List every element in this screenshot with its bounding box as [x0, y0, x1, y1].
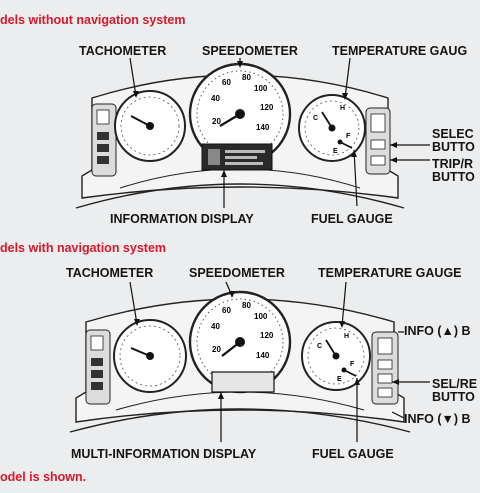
label-fuel-gauge: FUEL GAUGE: [311, 212, 393, 226]
multi-information-display-screen: [211, 371, 275, 393]
speed-tick-140: 140: [256, 123, 270, 132]
label-select-button-line2: BUTTO: [432, 140, 475, 154]
section-header-without-navigation: dels without navigation system: [0, 13, 186, 27]
speed-tick-20: 20: [212, 117, 221, 126]
instrument-cluster-with-navigation: 20 40 60 80 100 120 140 H C F E: [69, 282, 430, 442]
label-sel-reset-button-line2: BUTTO: [432, 390, 475, 404]
label-information-display: INFORMATION DISPLAY: [110, 212, 254, 226]
label-tachometer: TACHOMETER: [79, 44, 167, 58]
label-sel-reset-button-line1: SEL/RE: [432, 377, 478, 391]
label-tachometer-nav: TACHOMETER: [66, 266, 154, 280]
temperature-fuel-gauge: H C F E: [298, 94, 366, 162]
speed-tick-40: 40: [211, 94, 220, 103]
label-trip-button-line1: TRIP/R: [432, 157, 473, 171]
speed-tick-60: 60: [222, 78, 231, 87]
speed-tick-nav-60: 60: [222, 306, 231, 315]
speed-tick-nav-100: 100: [254, 312, 268, 321]
speed-tick-nav-140: 140: [256, 351, 270, 360]
speed-tick-nav-20: 20: [212, 345, 221, 354]
tachometer-gauge: [114, 90, 186, 162]
fuel-e-mark: E: [333, 148, 338, 155]
temp-c-mark-nav: C: [317, 343, 322, 350]
footer-model-note: odel is shown.: [0, 470, 87, 484]
fuel-f-mark-nav: F: [350, 361, 355, 368]
speed-tick-nav-40: 40: [211, 322, 220, 331]
speed-tick-120: 120: [260, 103, 274, 112]
speed-tick-80: 80: [242, 73, 251, 82]
label-temperature-gauge: TEMPERATURE GAUG: [332, 44, 468, 58]
label-trip-button-line2: BUTTO: [432, 170, 475, 184]
speed-tick-nav-120: 120: [260, 331, 274, 340]
label-multi-information-display: MULTI-INFORMATION DISPLAY: [71, 447, 257, 461]
instrument-cluster-without-navigation: 20 40 60 80 100 120 140 H C F E: [75, 58, 430, 209]
temp-h-mark-nav: H: [344, 333, 349, 340]
fuel-f-mark: F: [346, 133, 351, 140]
temp-h-mark: H: [340, 105, 345, 112]
section-header-with-navigation: dels with navigation system: [0, 241, 167, 255]
label-select-button-line1: SELEC: [432, 127, 474, 141]
label-info-up-button: INFO (▲) B: [404, 324, 471, 338]
label-fuel-gauge-nav: FUEL GAUGE: [312, 447, 394, 461]
temperature-fuel-gauge-nav: H C F E: [301, 321, 371, 391]
speed-tick-100: 100: [254, 84, 268, 93]
temp-c-mark: C: [313, 115, 318, 122]
speed-tick-nav-80: 80: [242, 301, 251, 310]
label-info-down-button: INFO (▼) B: [404, 412, 471, 426]
tachometer-gauge-nav: [113, 319, 187, 393]
label-speedometer: SPEEDOMETER: [202, 44, 298, 58]
label-speedometer-nav: SPEEDOMETER: [189, 266, 285, 280]
label-temperature-gauge-nav: TEMPERATURE GAUGE: [318, 266, 462, 280]
fuel-e-mark-nav: E: [337, 376, 342, 383]
speedometer-gauge: 20 40 60 80 100 120 140: [188, 62, 292, 166]
speedometer-gauge-nav: 20 40 60 80 100 120 140: [188, 290, 292, 394]
